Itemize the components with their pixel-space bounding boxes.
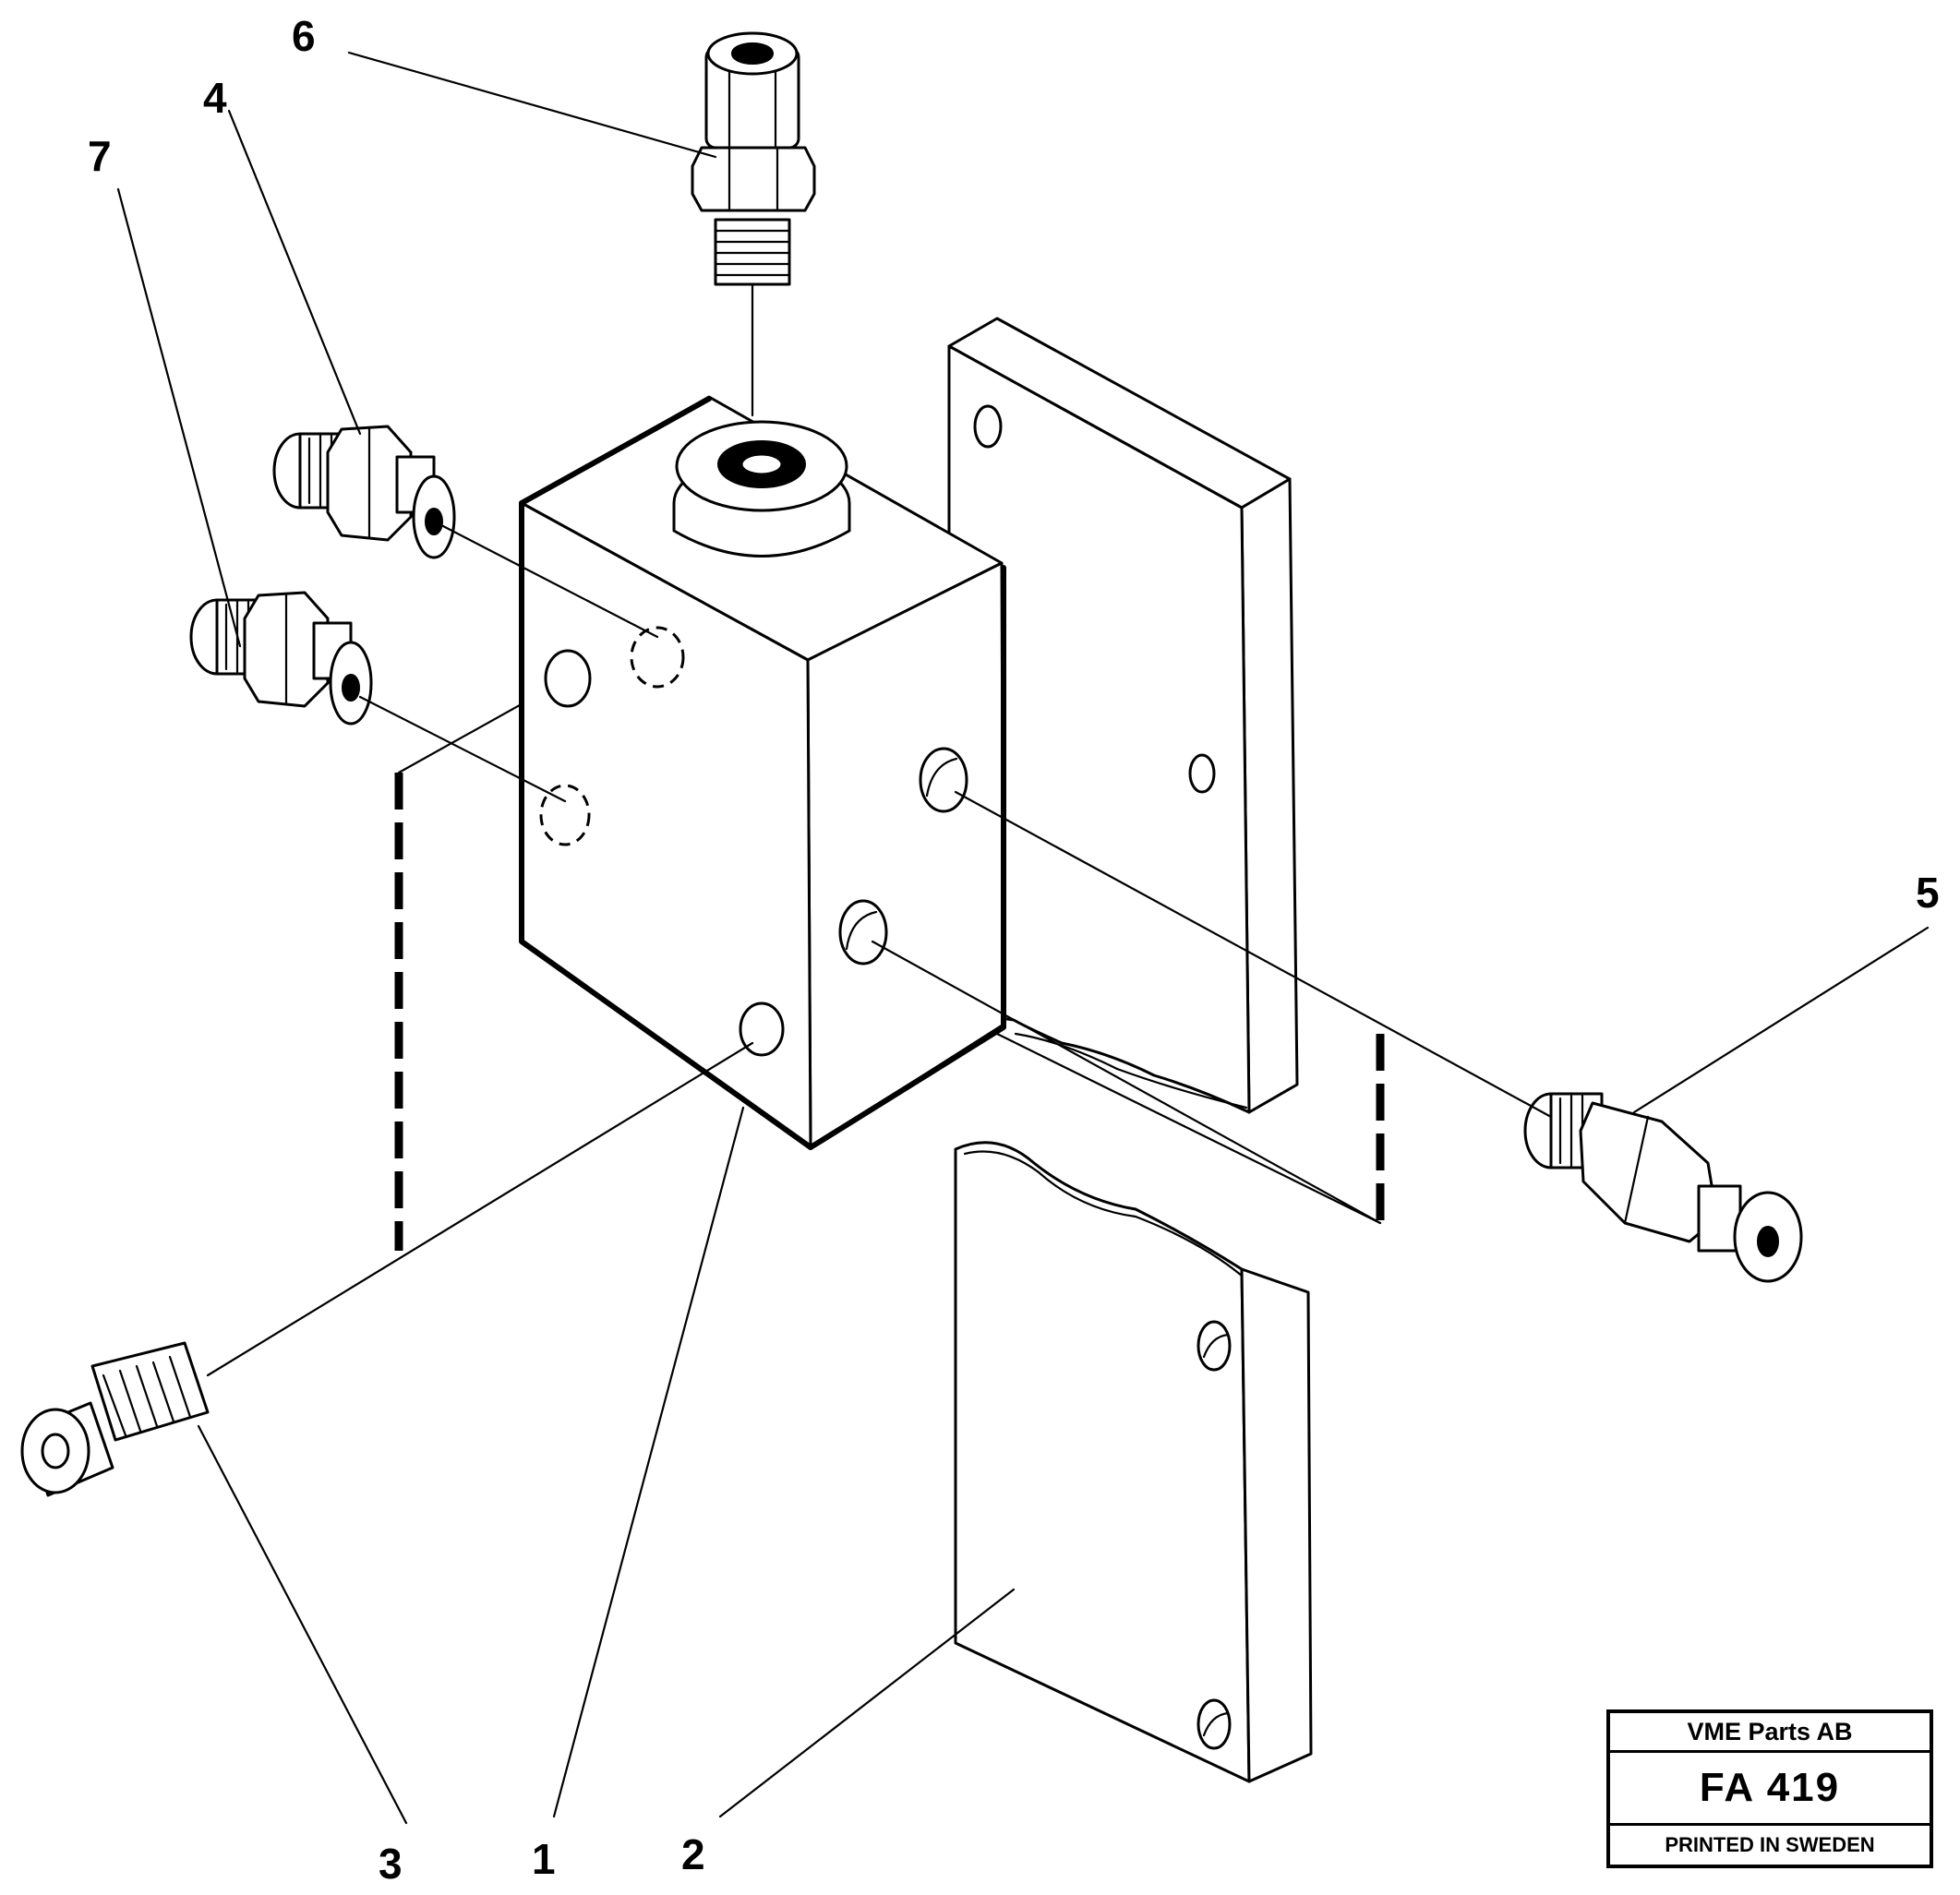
title-block: VME Parts AB FA 419 PRINTED IN SWEDEN — [1606, 1709, 1933, 1868]
part-5-nipple — [871, 790, 1803, 1283]
print-note: PRINTED IN SWEDEN — [1665, 1833, 1875, 1856]
callout-7: 7 — [88, 132, 112, 180]
company-name: VME Parts AB — [1610, 1713, 1930, 1753]
part-4-nipple — [272, 425, 659, 639]
callout-3: 3 — [379, 1840, 403, 1888]
callout-2: 2 — [681, 1830, 705, 1878]
part-6-connector — [691, 31, 816, 417]
callout-numbers: 1 2 3 4 5 6 7 — [88, 12, 1940, 1888]
callout-5: 5 — [1916, 869, 1940, 917]
valve-block — [519, 395, 1006, 1150]
drawing-number: FA 419 — [1610, 1753, 1930, 1826]
part-3-screw — [20, 1041, 754, 1497]
callout-6: 6 — [292, 12, 316, 60]
phantom-outline — [394, 700, 1385, 1251]
leader-lines — [116, 51, 1930, 1825]
callout-4: 4 — [203, 74, 227, 122]
mounting-plate-lower — [954, 1141, 1313, 1783]
callout-1: 1 — [532, 1835, 556, 1883]
part-7-nipple — [189, 591, 567, 803]
mounting-plate-upper — [947, 317, 1299, 1114]
